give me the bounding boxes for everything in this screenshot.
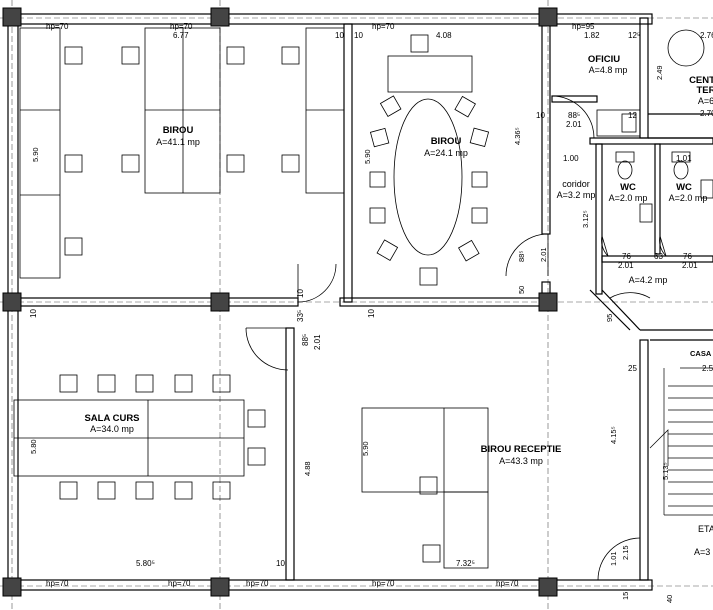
dim: 10 [367, 309, 376, 318]
dim: 2.01 [566, 120, 582, 129]
receptie-name: BIROU RECEPTIE [481, 444, 562, 455]
dim: 40 [665, 595, 674, 603]
birou1-furniture [19, 27, 345, 279]
structural-columns [2, 7, 558, 597]
dim: 3.12⁵ [581, 210, 590, 228]
wc1-area: A=2.0 mp [609, 193, 648, 203]
dim: hp=70 [496, 579, 519, 588]
dim: 88⁵ [517, 251, 526, 262]
birou1-area: A=41.1 mp [156, 137, 200, 147]
etaj-name: ETA [698, 524, 713, 534]
dim: 10 [536, 111, 545, 120]
dim: 10 [29, 309, 38, 318]
oficiu-name: OFICIU [588, 54, 620, 65]
dim: hp=70 [46, 22, 69, 31]
dim: 4.08 [436, 31, 452, 40]
central-name: CENT [689, 75, 713, 86]
wc2-area: A=2.0 mp [669, 193, 708, 203]
dim: 2.15 [621, 545, 630, 560]
dim: 10 [354, 31, 363, 40]
birou2-furniture [369, 34, 490, 286]
dim: hp=95 [572, 22, 595, 31]
receptie-area: A=43.3 mp [499, 456, 543, 466]
central-name2: TER [697, 85, 713, 96]
dim: 1.00 [563, 154, 579, 163]
sala-furniture [13, 374, 266, 500]
birou1-name: BIROU [163, 125, 194, 136]
receptie-furniture [361, 407, 489, 569]
dimension-labels: hp=70 6.77 hp=70 10 10 4.08 hp=70 hp=95 … [29, 22, 713, 603]
dim: 95 [605, 314, 614, 322]
birou2-name: BIROU [431, 136, 462, 147]
dim: 33⁵ [296, 310, 305, 322]
doors [245, 95, 667, 581]
dim: 12⁵ [628, 31, 640, 40]
dim: 5.80 [29, 439, 38, 454]
dim: 5.90 [31, 147, 40, 162]
dim: 1.82 [584, 31, 600, 40]
dim: 10 [276, 559, 285, 568]
dim: 5.13⁵ [661, 462, 670, 480]
dim: 88⁵ [301, 334, 310, 346]
dim: 2.01 [313, 334, 322, 350]
dim: 5.90 [363, 149, 372, 164]
dim: 10 [335, 31, 344, 40]
birou2-area: A=24.1 mp [424, 148, 468, 158]
central-area: A=6 [698, 96, 713, 106]
dim: hp=70 [46, 579, 69, 588]
dim: 2.01 [682, 261, 698, 270]
dim: 2.70 [700, 109, 713, 118]
corridor-name: coridor [562, 179, 590, 189]
dim: 88⁵ [568, 111, 580, 120]
dim: 10 [296, 289, 305, 298]
dim: hp=70 [372, 22, 395, 31]
wc2-name: WC [676, 182, 692, 193]
dim: 15 [621, 592, 630, 600]
staircase [649, 367, 713, 516]
dim: 7.32⁵ [456, 559, 475, 568]
dim: 2.01 [539, 247, 548, 262]
dim: hp=70 [168, 579, 191, 588]
room-labels: BIROU A=41.1 mp BIROU A=24.1 mp OFICIU A… [84, 54, 713, 557]
dim: hp=70 [246, 579, 269, 588]
dim: 76 [683, 252, 692, 261]
dim: 5.90 [361, 441, 370, 456]
dim: 25 [628, 364, 637, 373]
casa-name: CASA S [690, 349, 713, 358]
dim: 2.49 [655, 65, 664, 80]
corridor-area: A=3.2 mp [557, 190, 596, 200]
dim: hp=70 [372, 579, 395, 588]
dim: 63 [654, 252, 663, 261]
dim: 12 [628, 111, 637, 120]
dim: 2.76 [700, 31, 713, 40]
wc-fixtures [615, 151, 713, 223]
etaj-area: A=3 [694, 547, 710, 557]
dim: 2.5 [702, 364, 713, 373]
wc1-name: WC [620, 182, 636, 193]
dim: 1.01 [676, 154, 692, 163]
oficiu-fixtures [596, 29, 705, 137]
dim: 4.36⁵ [513, 127, 522, 145]
dim: 5.80⁵ [136, 559, 155, 568]
dim: 2.01 [618, 261, 634, 270]
sala-name: SALA CURS [84, 413, 139, 424]
dim: 4.88 [303, 461, 312, 476]
dim: hp=70 [170, 22, 193, 31]
dim: 6.77 [173, 31, 189, 40]
sala-area: A=34.0 mp [90, 424, 134, 434]
dim: 1.01 [609, 551, 618, 566]
oficiu-area: A=4.8 mp [589, 65, 628, 75]
hall-area: A=4.2 mp [629, 275, 668, 285]
dim: 4.15⁵ [609, 426, 618, 444]
dim: 76 [622, 252, 631, 261]
dim: 50 [517, 286, 526, 294]
